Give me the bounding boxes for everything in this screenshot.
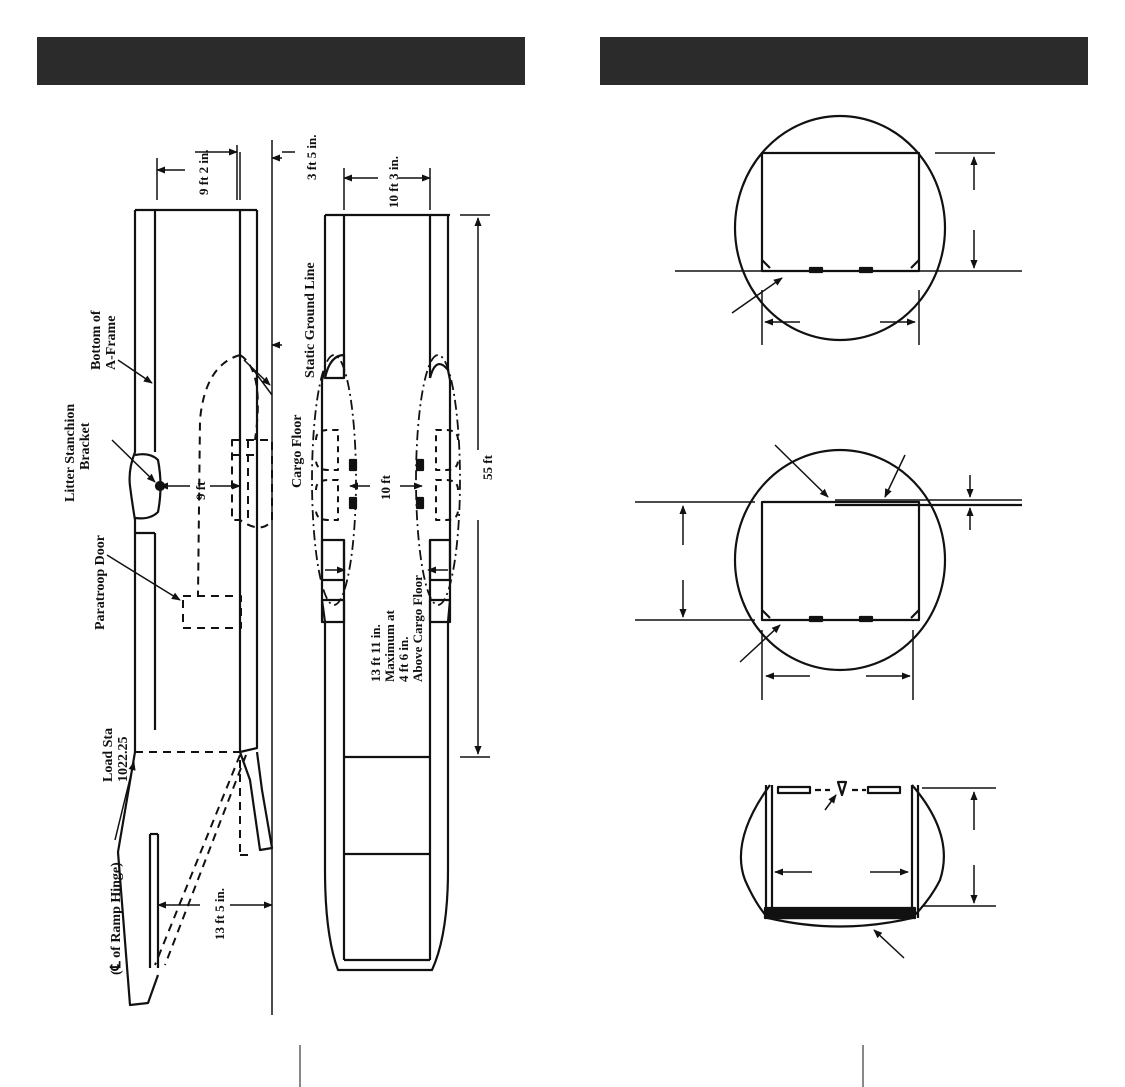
- dim-55ft: 55 ft: [480, 454, 495, 480]
- dim-10ft3in: 10 ft 3 in.: [386, 156, 401, 208]
- side-cargo-floor-label: Cargo Floor: [290, 415, 305, 488]
- maximum-at-label: Maximum at: [382, 609, 397, 682]
- height-at-label: 4 ft 6 in.: [396, 637, 411, 683]
- side-view-dimensions: [156, 140, 295, 1015]
- bottom-of-label: Bottom of: [89, 310, 104, 370]
- load-sta-value: 1022.25: [116, 737, 131, 783]
- dim-9ft2in: 9 ft 2 in.: [196, 150, 211, 196]
- side-view-dashed-lines: [135, 354, 273, 966]
- plan-view-dimensions: [325, 168, 490, 758]
- left-header-bar: [37, 37, 525, 85]
- above-cargo-floor-label: Above Cargo Floor: [410, 575, 425, 682]
- plan-view-envelope: [311, 354, 461, 606]
- litter-stanchion-label: Litter Stanchion: [63, 404, 78, 502]
- cross-section-2-dims: [635, 444, 974, 700]
- cross-section-3: [739, 780, 945, 928]
- load-sta-label: Load Sta: [101, 728, 116, 782]
- static-ground-line-label: Static Ground Line: [303, 262, 318, 378]
- a-frame-label: A-Frame: [104, 316, 119, 370]
- cross-section-1: [675, 114, 1022, 342]
- paratroop-door-label: Paratroop Door: [93, 535, 108, 630]
- dim-9ft: 9 ft: [193, 481, 208, 500]
- dim-10ft: 10 ft: [378, 474, 393, 500]
- right-header-bar: [600, 37, 1088, 85]
- cross-section-2: [733, 448, 1022, 672]
- dim-13ft5in: 13 ft 5 in.: [212, 888, 227, 940]
- ramp-hinge-label: (℄ of Ramp Hinge): [109, 862, 124, 975]
- plan-view-fuselage: [320, 213, 452, 972]
- cross-section-3-dims: [774, 787, 996, 959]
- dim-13ft11in: 13 ft 11 in.: [368, 624, 383, 682]
- bracket-label: Bracket: [78, 422, 93, 470]
- side-view-leaders: [106, 359, 273, 841]
- dim-3ft5in: 3 ft 5 in.: [304, 135, 319, 181]
- plan-view-litters: [315, 429, 459, 521]
- cross-section-1-dims: [731, 152, 995, 345]
